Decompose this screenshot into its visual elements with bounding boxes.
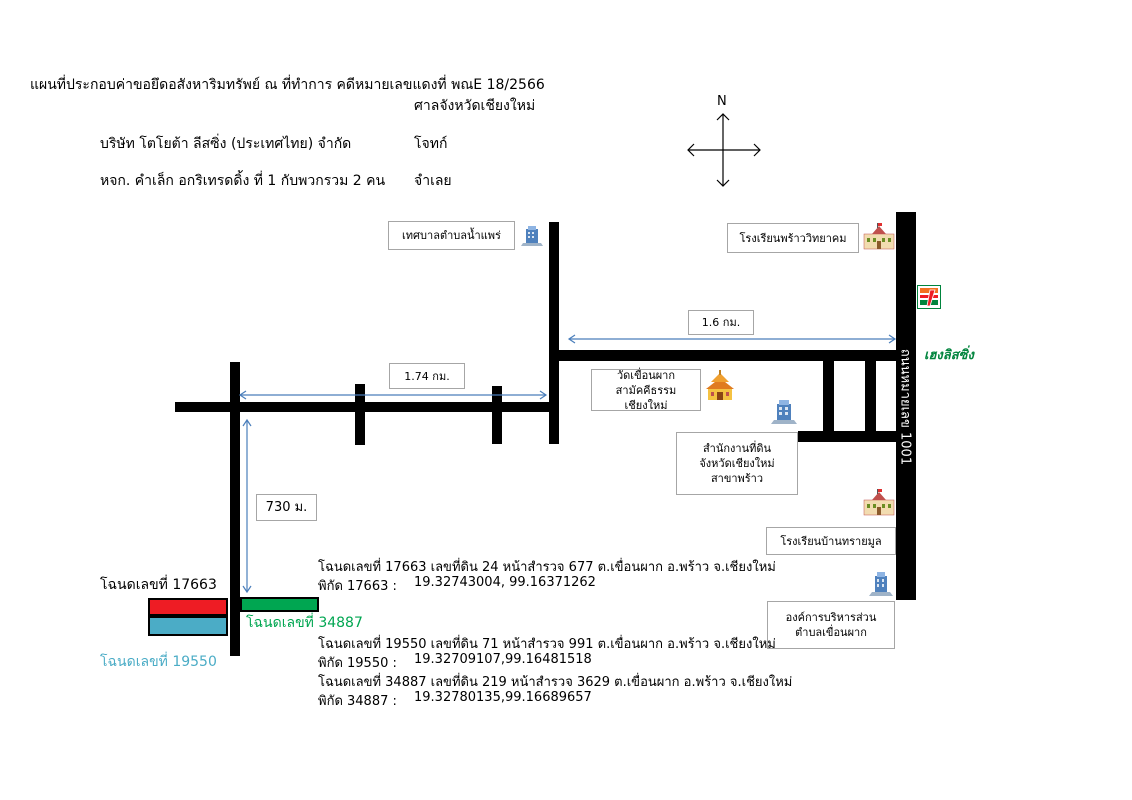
road-right-spur-1 (823, 361, 834, 439)
road-mid-horizontal (175, 402, 555, 412)
heng-leasing-logo: เฮงลิสซิ่ง (924, 348, 974, 363)
defendant-name: หจก. คำเล็ก อกริเทรดดิ้ง ที่ 1 กับพวกรวม… (100, 173, 386, 189)
parcel-19550-label: โฉนดเลขที่ 19550 (100, 654, 217, 670)
parcel-19550-description: โฉนดเลขที่ 19550 เลขที่ดิน 71 หน้าสำรวจ … (318, 637, 776, 652)
parcel-34887-coord: 19.32780135,99.16689657 (414, 690, 592, 705)
road-1001 (896, 212, 916, 600)
distance-label-top: 1.6 กม. (688, 310, 754, 335)
road-top-horizontal (549, 350, 905, 361)
building-icon (869, 572, 893, 596)
road-center-vertical (549, 222, 559, 444)
map-title: แผนที่ประกอบค่าขอยึดอสังหาริมทรัพย์ ณ ที… (30, 77, 545, 93)
landmark-sao: องค์การบริหารส่วนตำบลเขื่อนผาก (767, 601, 895, 649)
defendant-role: จำเลย (414, 173, 452, 189)
landmark-school-bansaimoon: โรงเรียนบ้านทรายมูล (766, 527, 896, 555)
parcel-17663-description: โฉนดเลขที่ 17663 เลขที่ดิน 24 หน้าสำรวจ … (318, 560, 776, 575)
road-spur-1 (355, 384, 365, 445)
parcel-17663-coord-label: พิกัด 17663 : (318, 579, 397, 594)
distance-label-mid: 1.74 กม. (389, 363, 465, 389)
parcel-34887-description: โฉนดเลขที่ 34887 เลขที่ดิน 219 หน้าสำรวจ… (318, 675, 793, 690)
landmark-land-office: สำนักงานที่ดินจังหวัดเชียงใหม่ สาขาพร้าว (676, 432, 798, 495)
road-left-vertical (230, 362, 240, 656)
landmark-municipality: เทศบาลตำบลน้ำแพร่ (388, 221, 515, 250)
parcel-34887-label: โฉนดเลขที่ 34887 (246, 615, 363, 631)
parcel-17663-coord: 19.32743004, 99.16371262 (414, 575, 596, 590)
building-icon (521, 226, 543, 246)
plaintiff-role: โจทก์ (414, 136, 448, 152)
plaintiff-name: บริษัท โตโยต้า ลีสซิ่ง (ประเทศไทย) จำกัด (100, 136, 352, 152)
road-right-spur-2 (865, 361, 876, 439)
temple-icon (706, 370, 734, 400)
landmark-temple: วัดเขื่อนผากสามัคคีธรรม เชียงใหม่ (591, 369, 701, 412)
school-icon (863, 489, 895, 516)
compass-icon (687, 113, 761, 187)
distance-label-vertical: 730 ม. (256, 494, 317, 521)
parcel-34887-coord-label: พิกัด 34887 : (318, 694, 397, 709)
building-icon (771, 400, 797, 424)
parcel-19550-coord: 19.32709107,99.16481518 (414, 652, 592, 667)
road-spur-2 (492, 386, 502, 444)
school-icon (863, 223, 895, 250)
landmark-school-praowittayakom: โรงเรียนพร้าววิทยาคม (727, 223, 859, 253)
court-name: ศาลจังหวัดเชียงใหม่ (414, 98, 536, 114)
seven-eleven-icon (920, 288, 938, 307)
road-right-horizontal (798, 431, 898, 442)
seven-eleven-logo (917, 285, 941, 309)
parcel-17663-label: โฉนดเลขที่ 17663 (100, 577, 217, 593)
parcel-34887 (240, 597, 319, 612)
north-label: N (717, 94, 727, 109)
parcel-17663 (148, 598, 228, 616)
parcel-19550 (148, 616, 228, 636)
parcel-19550-coord-label: พิกัด 19550 : (318, 656, 397, 671)
